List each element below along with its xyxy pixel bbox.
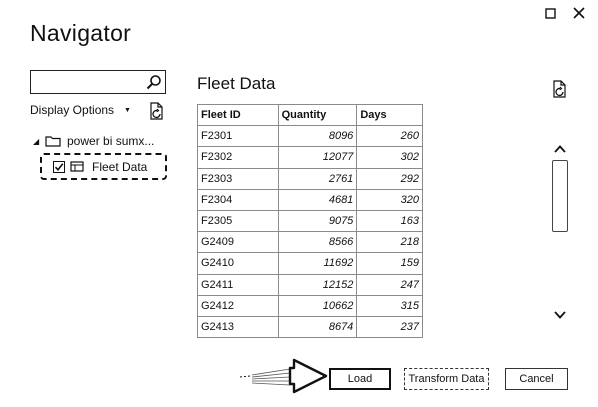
- table-cell: 12152: [277, 273, 358, 296]
- window-title: Navigator: [30, 20, 132, 46]
- table-cell: 159: [356, 252, 423, 275]
- column-header[interactable]: Days: [356, 103, 423, 127]
- table-cell: G2413: [197, 315, 279, 339]
- table-cell: G2409: [197, 231, 279, 254]
- display-options-dropdown[interactable]: Display Options ▼: [30, 103, 131, 117]
- refresh-navigator-button[interactable]: [148, 101, 166, 121]
- table-cell: G2410: [197, 252, 279, 275]
- table-cell: 8566: [277, 231, 358, 254]
- preview-title: Fleet Data: [197, 74, 276, 93]
- table-cell: 11692: [277, 252, 358, 275]
- checkmark-icon: [54, 162, 64, 171]
- table-cell: 8674: [277, 315, 358, 339]
- table-cell: 8096: [277, 125, 358, 148]
- table-cell: 218: [356, 231, 423, 254]
- maximize-button[interactable]: [541, 4, 559, 22]
- expand-triangle-icon[interactable]: ◢: [33, 136, 40, 146]
- refresh-icon: [150, 102, 163, 120]
- database-icon: [45, 136, 61, 147]
- close-button[interactable]: [570, 4, 588, 22]
- table-header-row: Fleet ID Quantity Days: [197, 103, 423, 127]
- table-cell: 315: [356, 294, 423, 317]
- search-box[interactable]: [30, 70, 166, 94]
- load-button[interactable]: Load: [329, 368, 391, 390]
- table-cell: F2305: [197, 209, 279, 233]
- refresh-preview-button[interactable]: [551, 79, 569, 99]
- tree-item-fleet-data[interactable]: Fleet Data: [40, 153, 167, 180]
- table-cell: 260: [356, 125, 423, 148]
- fleet-data-checkbox[interactable]: [53, 160, 65, 173]
- scrollbar-thumb[interactable]: [552, 160, 568, 232]
- table-icon: [70, 160, 84, 172]
- table-cell: G2411: [197, 273, 279, 296]
- chevron-down-icon: [554, 311, 566, 319]
- table-cell: F2304: [197, 188, 279, 211]
- annotation-arrow-icon: [239, 358, 328, 394]
- table-cell: 163: [356, 209, 423, 233]
- tree-root-label: power bi sumx...: [67, 134, 155, 148]
- maximize-icon: [544, 7, 556, 19]
- table-cell: 237: [356, 315, 423, 339]
- table-cell: 4681: [277, 188, 358, 211]
- table-cell: 292: [356, 167, 423, 190]
- table-cell: 9075: [277, 209, 358, 233]
- table-cell: F2302: [197, 146, 279, 169]
- column-header[interactable]: Fleet ID: [197, 103, 279, 127]
- table-cell: 12077: [277, 146, 358, 169]
- table-cell: 247: [356, 273, 423, 296]
- transform-data-button[interactable]: Transform Data: [404, 368, 489, 390]
- cancel-button[interactable]: Cancel: [505, 368, 568, 390]
- scroll-down-button[interactable]: [552, 308, 568, 320]
- close-icon: [573, 7, 585, 19]
- table-cell: F2303: [197, 167, 279, 190]
- table-cell: 10662: [277, 294, 358, 317]
- column-header[interactable]: Quantity: [277, 103, 358, 127]
- tree-root-item[interactable]: ◢ power bi sumx...: [33, 134, 154, 148]
- table-cell: G2412: [197, 294, 279, 317]
- chevron-up-icon: [554, 145, 566, 153]
- caret-down-icon: ▼: [124, 106, 131, 114]
- tree-item-label: Fleet Data: [92, 159, 148, 174]
- scroll-up-button[interactable]: [552, 142, 568, 154]
- table-cell: 302: [356, 146, 423, 169]
- search-icon: [146, 75, 161, 90]
- search-input[interactable]: [33, 73, 141, 90]
- table-cell: F2301: [197, 125, 279, 148]
- refresh-icon: [553, 80, 566, 98]
- search-button[interactable]: [145, 73, 163, 91]
- display-options-label: Display Options: [30, 103, 115, 117]
- table-cell: 320: [356, 188, 423, 211]
- table-cell: 2761: [277, 167, 358, 190]
